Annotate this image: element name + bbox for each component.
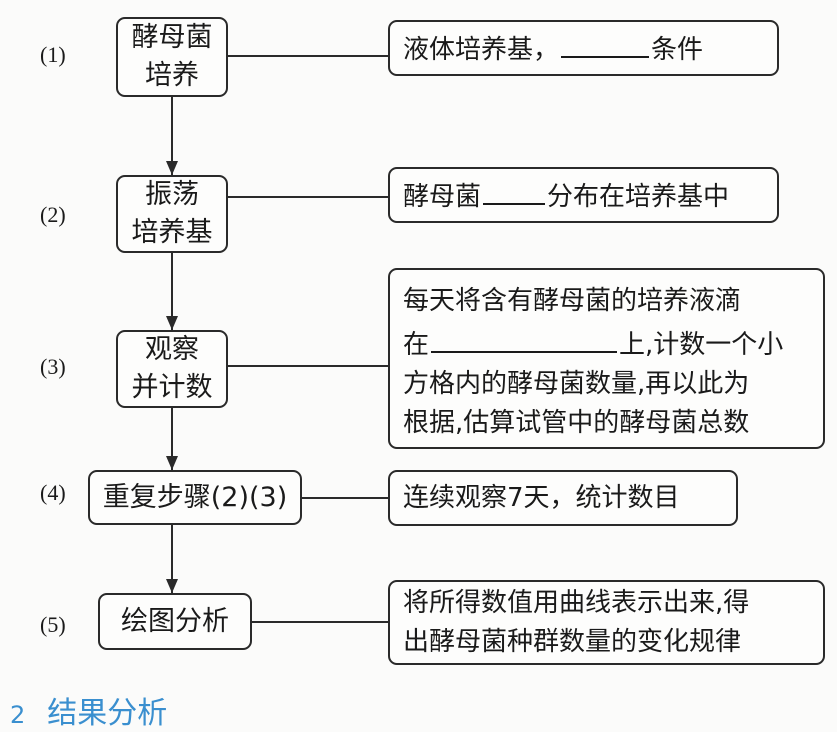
step-number-4: (4) (40, 480, 66, 505)
step-2-action-line-1: 振荡 (145, 179, 199, 210)
step-3-detail-line-4: 根据,估算试管中的酵母菌总数 (403, 408, 750, 438)
flow-line-2-3 (171, 253, 173, 330)
section-heading-number: 2 (10, 701, 26, 729)
arrow-to-step-4 (166, 456, 178, 470)
step-5-detail-text: 将所得数值用曲线表示出来,得 出酵母菌种群数量的变化规律 (403, 584, 749, 662)
step-5-detail-line-2: 出酵母菌种群数量的变化规律 (403, 627, 742, 657)
step-1-detail-after-blank: 条件 (651, 35, 704, 65)
step-1-action-line-2: 培养 (145, 60, 199, 91)
step-4-action-box: 重复步骤(2)(3) (88, 470, 302, 525)
step-1-detail-box: 液体培养基， 条件 (388, 20, 779, 76)
section-heading-result-analysis: 2 结果分析 (0, 688, 167, 732)
step-2-action-box: 振荡 培养基 (116, 175, 228, 253)
step-2-detail-before-blank: 酵母菌 (403, 182, 482, 212)
step-3-detail-line-2-before-blank: 在 (403, 330, 430, 360)
flow-line-1-2 (171, 97, 173, 175)
connector-step-5 (252, 621, 388, 623)
step-number-5: (5) (40, 612, 66, 637)
step-2-detail-after-blank: 分布在培养基中 (547, 182, 730, 212)
step-5-detail-line-1: 将所得数值用曲线表示出来,得 (403, 588, 750, 618)
connector-step-4 (302, 497, 388, 499)
connector-step-1 (228, 55, 388, 57)
step-4-detail-text: 连续观察7天，统计数目 (403, 482, 680, 513)
connector-step-3 (228, 365, 388, 367)
step-1-action-box: 酵母菌 培养 (116, 17, 228, 97)
step-2-detail-text: 酵母菌 分布在培养基中 (403, 173, 729, 217)
step-1-fill-blank[interactable] (561, 26, 650, 58)
step-1-detail-text: 液体培养基， 条件 (403, 26, 703, 70)
step-3-detail-line-2-after-blank: 上,计数一个小 (619, 330, 784, 360)
step-3-detail-box: 每天将含有酵母菌的培养液滴 在 上,计数一个小 方格内的酵母菌数量,再以此为 根据… (388, 268, 825, 449)
step-3-action-box: 观察 并计数 (116, 330, 228, 408)
step-3-action-line-1: 观察 (145, 334, 199, 365)
step-4-action-text: 重复步骤(2)(3) (102, 481, 288, 513)
step-2-fill-blank[interactable] (483, 173, 546, 205)
step-5-action-box: 绘图分析 (98, 593, 252, 650)
step-2-detail-box: 酵母菌 分布在培养基中 (388, 167, 779, 223)
step-4-detail-box: 连续观察7天，统计数目 (388, 470, 738, 526)
arrow-to-step-3 (166, 316, 178, 330)
step-3-fill-blank[interactable] (431, 321, 618, 353)
step-number-2: (2) (40, 202, 66, 227)
flow-line-4-5 (171, 525, 173, 593)
step-3-detail-line-1: 每天将含有酵母菌的培养液滴 (403, 286, 742, 316)
step-3-detail-text: 每天将含有酵母菌的培养液滴 在 上,计数一个小 方格内的酵母菌数量,再以此为 根据… (403, 282, 783, 443)
flow-line-3-4 (171, 408, 173, 470)
step-1-detail-before-blank: 液体培养基， (403, 35, 560, 65)
step-5-action-text: 绘图分析 (121, 605, 229, 637)
arrow-to-step-2 (166, 161, 178, 175)
step-3-action-line-2: 并计数 (131, 372, 213, 403)
step-1-action-line-1: 酵母菌 (131, 22, 213, 53)
step-2-action-line-2: 培养基 (131, 217, 213, 248)
section-heading-text: 结果分析 (47, 696, 168, 731)
arrow-to-step-5 (166, 579, 178, 593)
step-number-3: (3) (40, 354, 66, 379)
connector-step-2 (228, 196, 388, 198)
step-5-detail-box: 将所得数值用曲线表示出来,得 出酵母菌种群数量的变化规律 (388, 580, 825, 665)
step-3-detail-line-3: 方格内的酵母菌数量,再以此为 (403, 369, 750, 399)
step-3-detail-line-2: 在 上,计数一个小 (403, 321, 783, 365)
step-number-1: (1) (40, 42, 66, 67)
